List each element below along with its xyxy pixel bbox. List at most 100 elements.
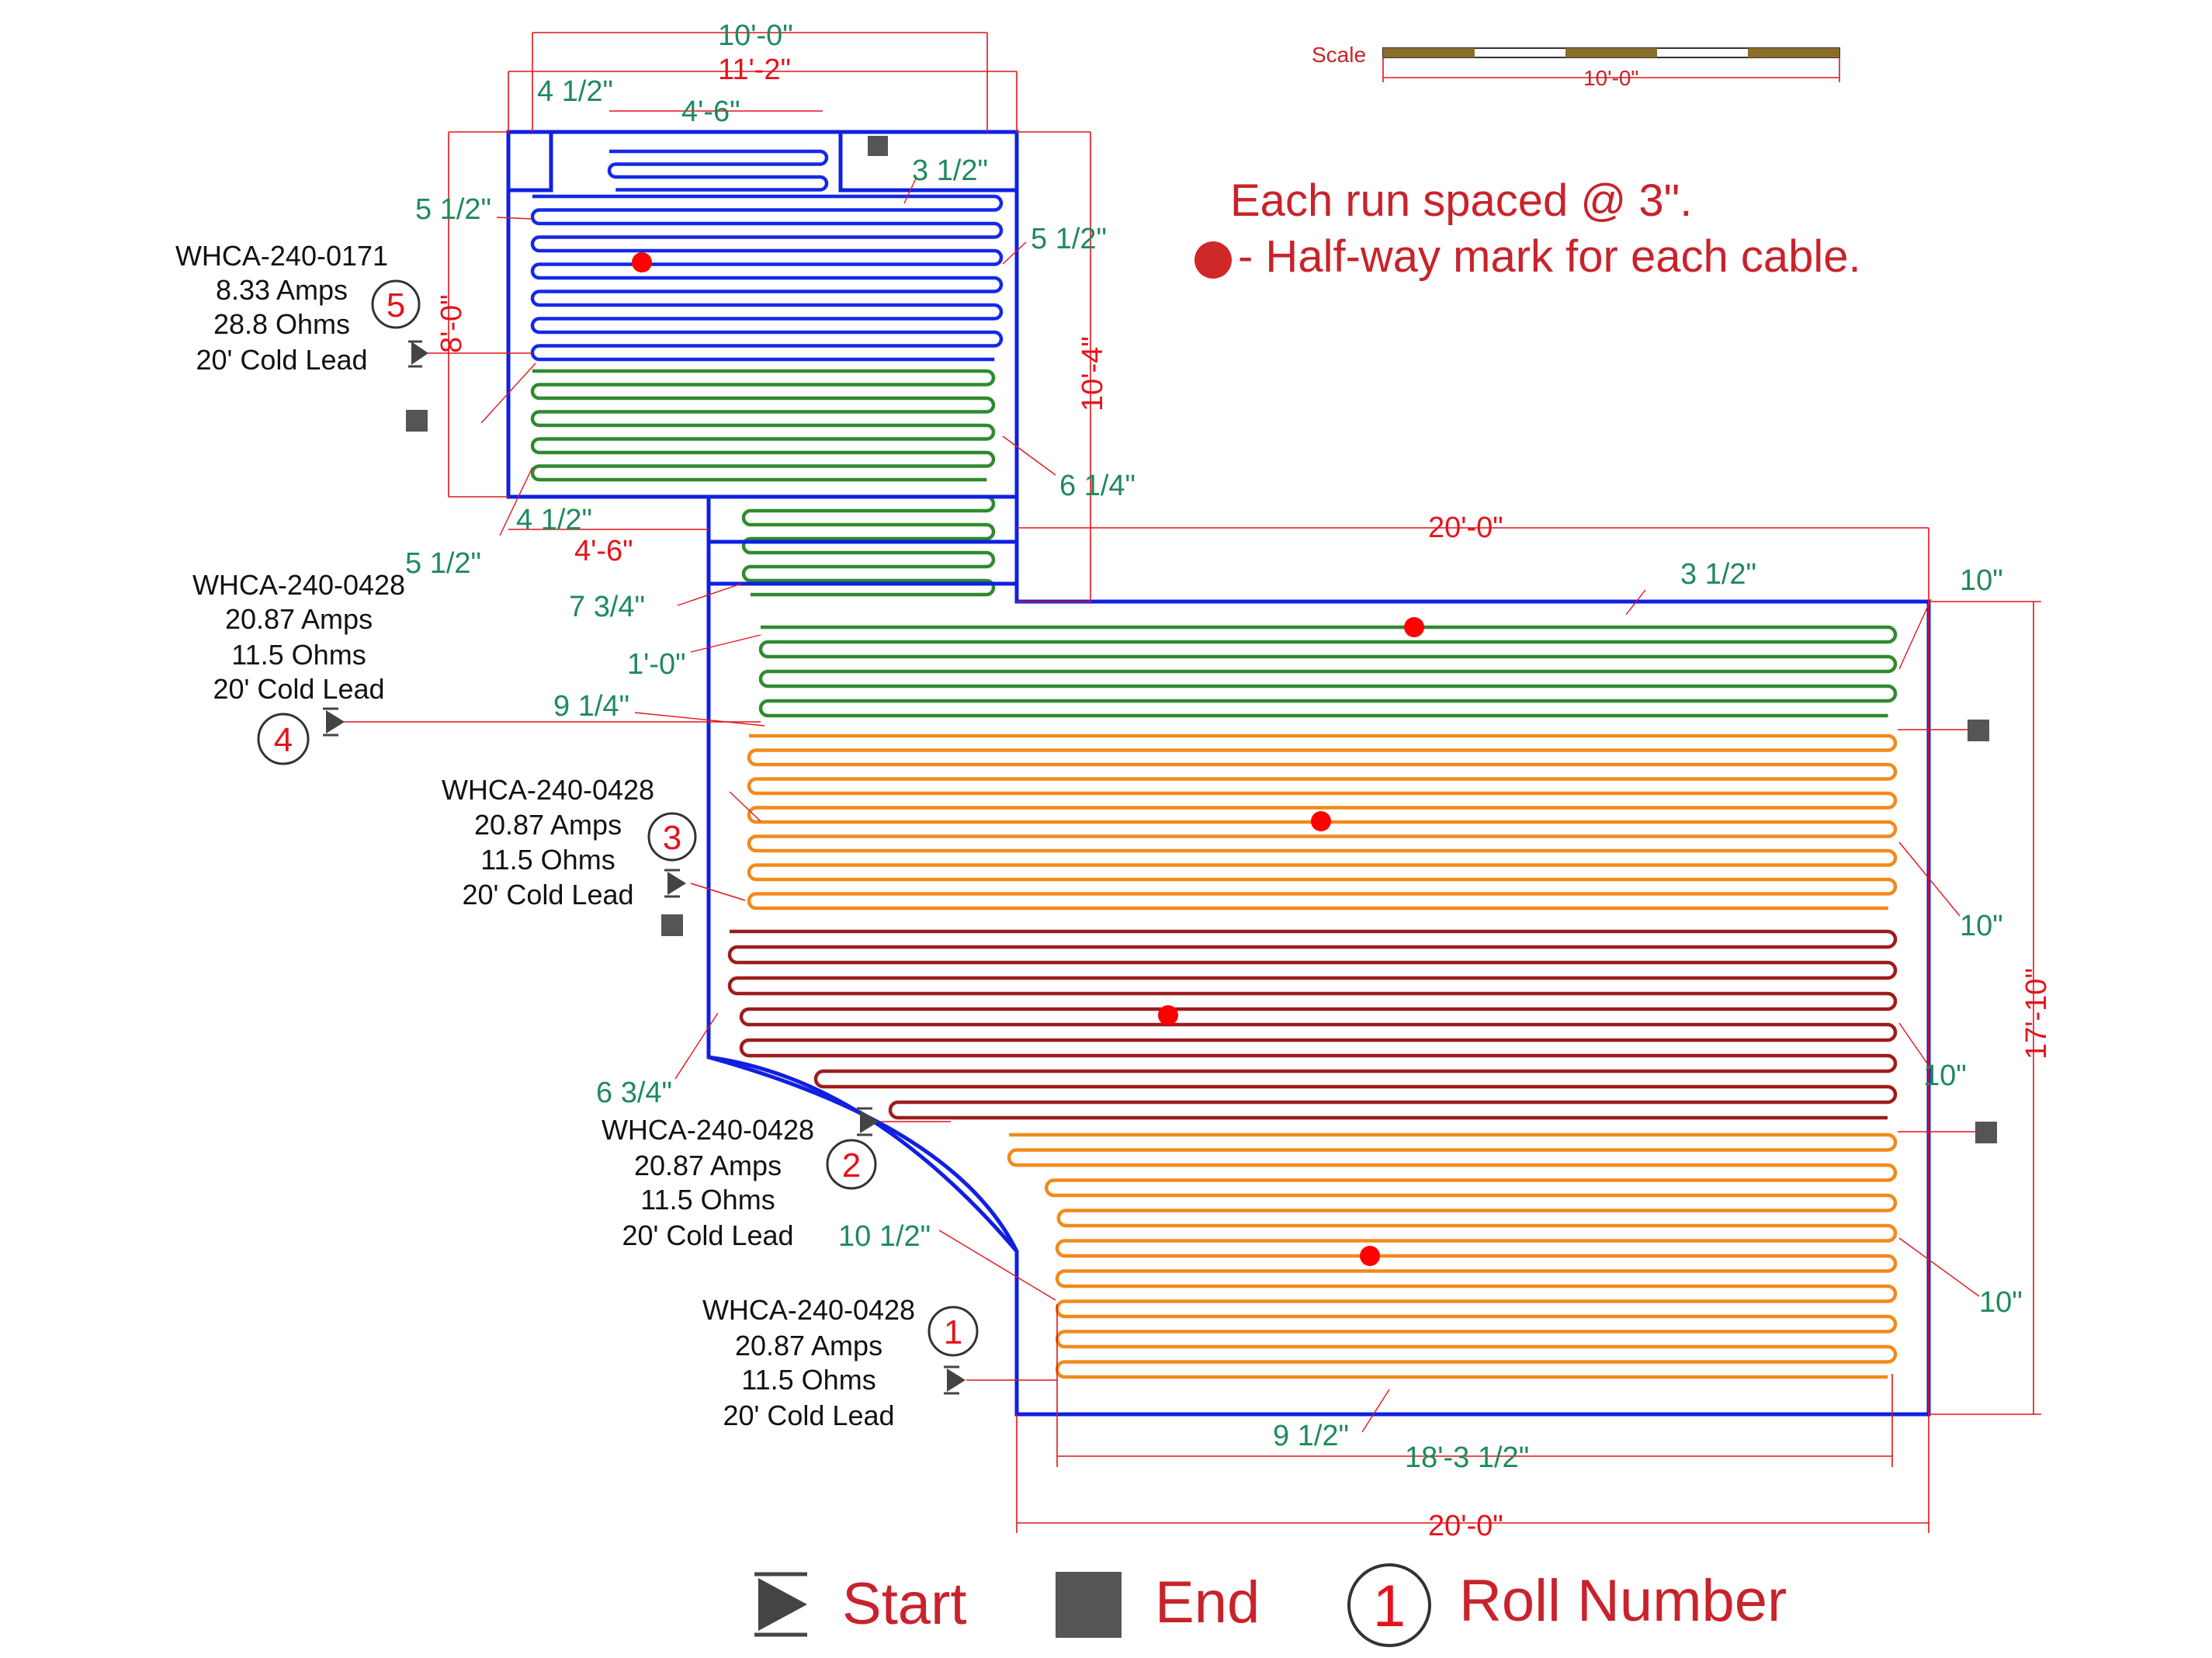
dim-left-9-quarter: 9 1/4" xyxy=(553,690,629,723)
roll-1-circle xyxy=(927,1306,979,1357)
scale-label: Scale xyxy=(1312,43,1366,67)
wall-outline xyxy=(506,130,1931,1417)
dim-right-6-quarter: 6 1/4" xyxy=(1059,470,1135,502)
start-marker-3 xyxy=(667,872,686,895)
legend: Start End 1 Roll Number xyxy=(754,1563,1787,1647)
dim-right-10-a: 10" xyxy=(1960,564,2003,597)
roll-label-2: WHCA-240-0428 20.87 Amps 11.5 Ohms 20' C… xyxy=(602,1114,877,1251)
cutout-left xyxy=(506,130,553,193)
start-marker-5 xyxy=(409,338,428,368)
legend-roll-sample: 1 xyxy=(1373,1573,1406,1639)
dim-bottom-9-half: 9 1/2" xyxy=(1273,1420,1349,1452)
leader-15 xyxy=(938,1230,1056,1301)
roll-5-amps: 8.33 Amps xyxy=(216,274,348,306)
roll-4-ohms: 11.5 Ohms xyxy=(231,639,366,671)
leader-17 xyxy=(729,791,761,822)
start-markers xyxy=(323,338,966,1395)
halfway-note: - Half-way mark for each cable. xyxy=(1238,231,1861,282)
dim-right-5-half: 5 1/2" xyxy=(1031,223,1107,255)
dim-top-4-half: 4 1/2" xyxy=(537,75,613,108)
legend-roll-icon xyxy=(1347,1563,1431,1647)
roll-1-ohms: 11.5 Ohms xyxy=(741,1364,875,1396)
halfway-mark-4 xyxy=(1404,617,1424,637)
start-marker-4 xyxy=(326,710,345,734)
room-walls xyxy=(506,130,1931,1417)
dim-top-4-6: 4'-6" xyxy=(681,95,740,128)
halfway-marks xyxy=(632,252,1424,1266)
dim-bottom-18-3: 18'-3 1/2" xyxy=(1405,1441,1529,1474)
halfway-legend-dot xyxy=(1194,241,1232,279)
end-marker-top xyxy=(868,136,888,156)
leader-lines xyxy=(480,178,1980,1433)
roll-2-circle xyxy=(826,1139,877,1190)
cable-roll-5 xyxy=(530,194,1004,362)
dimension-labels: 10'-0" 11'-2" 4 1/2" 4'-6" 3 1/2" 5 1/2"… xyxy=(405,19,2053,1542)
leader-13 xyxy=(1898,1237,1980,1297)
dim-main-3-half: 3 1/2" xyxy=(1680,558,1756,591)
dim-right-10-c: 10" xyxy=(1923,1060,1967,1092)
roll-label-4: WHCA-240-0428 20.87 Amps 11.5 Ohms 20' C… xyxy=(192,569,405,765)
leader-6 xyxy=(677,583,742,606)
roll-4-circle xyxy=(257,713,310,765)
roll-1-lead: 20' Cold Lead xyxy=(723,1400,894,1431)
roll-1-model: WHCA-240-0428 xyxy=(702,1294,915,1326)
scale-seg-3 xyxy=(1748,48,1839,57)
roll-2-amps: 20.87 Amps xyxy=(634,1150,782,1181)
lead-line-3 xyxy=(690,883,746,901)
roll-3-number: 3 xyxy=(663,819,681,857)
cable-roll-1 xyxy=(1007,1133,1898,1379)
roll-1-number: 1 xyxy=(944,1313,962,1351)
end-marker-5 xyxy=(406,410,428,432)
roll-5-circle xyxy=(371,279,421,329)
halfway-mark-2 xyxy=(1158,1005,1178,1025)
roll-4-lead: 20' Cold Lead xyxy=(213,673,384,705)
legend-end-label: End xyxy=(1155,1570,1260,1635)
start-marker-1 xyxy=(947,1368,966,1392)
roll-3-amps: 20.87 Amps xyxy=(474,809,622,841)
scale-seg-2 xyxy=(1565,48,1657,57)
leader-18 xyxy=(480,362,536,424)
roll-4-amps: 20.87 Amps xyxy=(225,603,373,635)
roll-1-amps: 20.87 Amps xyxy=(735,1330,882,1361)
roll-5-ohms: 28.8 Ohms xyxy=(213,308,350,340)
roll-label-1: WHCA-240-0428 20.87 Amps 11.5 Ohms 20' C… xyxy=(702,1294,979,1431)
halfway-mark-5 xyxy=(632,252,652,272)
roll-2-number: 2 xyxy=(842,1146,861,1185)
dim-mid-4-6: 4'-6" xyxy=(574,535,633,567)
leader-5 xyxy=(499,467,533,536)
roll-2-model: WHCA-240-0428 xyxy=(602,1114,814,1146)
legend-end-icon xyxy=(1056,1572,1122,1638)
leader-14 xyxy=(674,1012,719,1080)
leader-16 xyxy=(1361,1389,1390,1433)
dim-left-8-0: 8'-0" xyxy=(435,294,468,353)
roll-2-ohms: 11.5 Ohms xyxy=(640,1184,775,1216)
leader-10 xyxy=(1898,598,1932,670)
scale-bar: Scale 10'-0" xyxy=(1312,43,1840,90)
halfway-mark-3 xyxy=(1311,811,1331,831)
roll-3-lead: 20' Cold Lead xyxy=(462,879,633,911)
roll-5-model: WHCA-240-0171 xyxy=(175,240,388,272)
dimension-lines xyxy=(448,32,2041,1533)
legend-start-icon xyxy=(758,1578,807,1631)
legend-roll-label: Roll Number xyxy=(1459,1568,1787,1634)
dim-top-3-half: 3 1/2" xyxy=(912,154,988,187)
roll-4-number: 4 xyxy=(274,721,293,759)
dim-right-10-b: 10" xyxy=(1960,910,2003,942)
dim-mid-4-half: 4 1/2" xyxy=(516,504,592,536)
roll-3-model: WHCA-240-0428 xyxy=(442,774,654,806)
leader-12 xyxy=(1898,1022,1933,1072)
dim-bottom-20-0: 20'-0" xyxy=(1428,1510,1503,1542)
leader-11 xyxy=(1898,841,1961,917)
leader-8 xyxy=(634,712,765,727)
scale-seg-1 xyxy=(1383,48,1475,57)
roll-label-5: WHCA-240-0171 8.33 Amps 28.8 Ohms 20' Co… xyxy=(175,240,421,376)
cutout-right xyxy=(838,130,1019,193)
leader-7 xyxy=(690,634,761,653)
end-marker-2 xyxy=(1975,1122,1997,1143)
roll-5-number: 5 xyxy=(387,286,405,324)
legend-start-label: Start xyxy=(842,1571,967,1637)
halfway-mark-1 xyxy=(1360,1246,1380,1266)
leader-4 xyxy=(1002,435,1056,476)
roll-4-model: WHCA-240-0428 xyxy=(192,569,405,601)
